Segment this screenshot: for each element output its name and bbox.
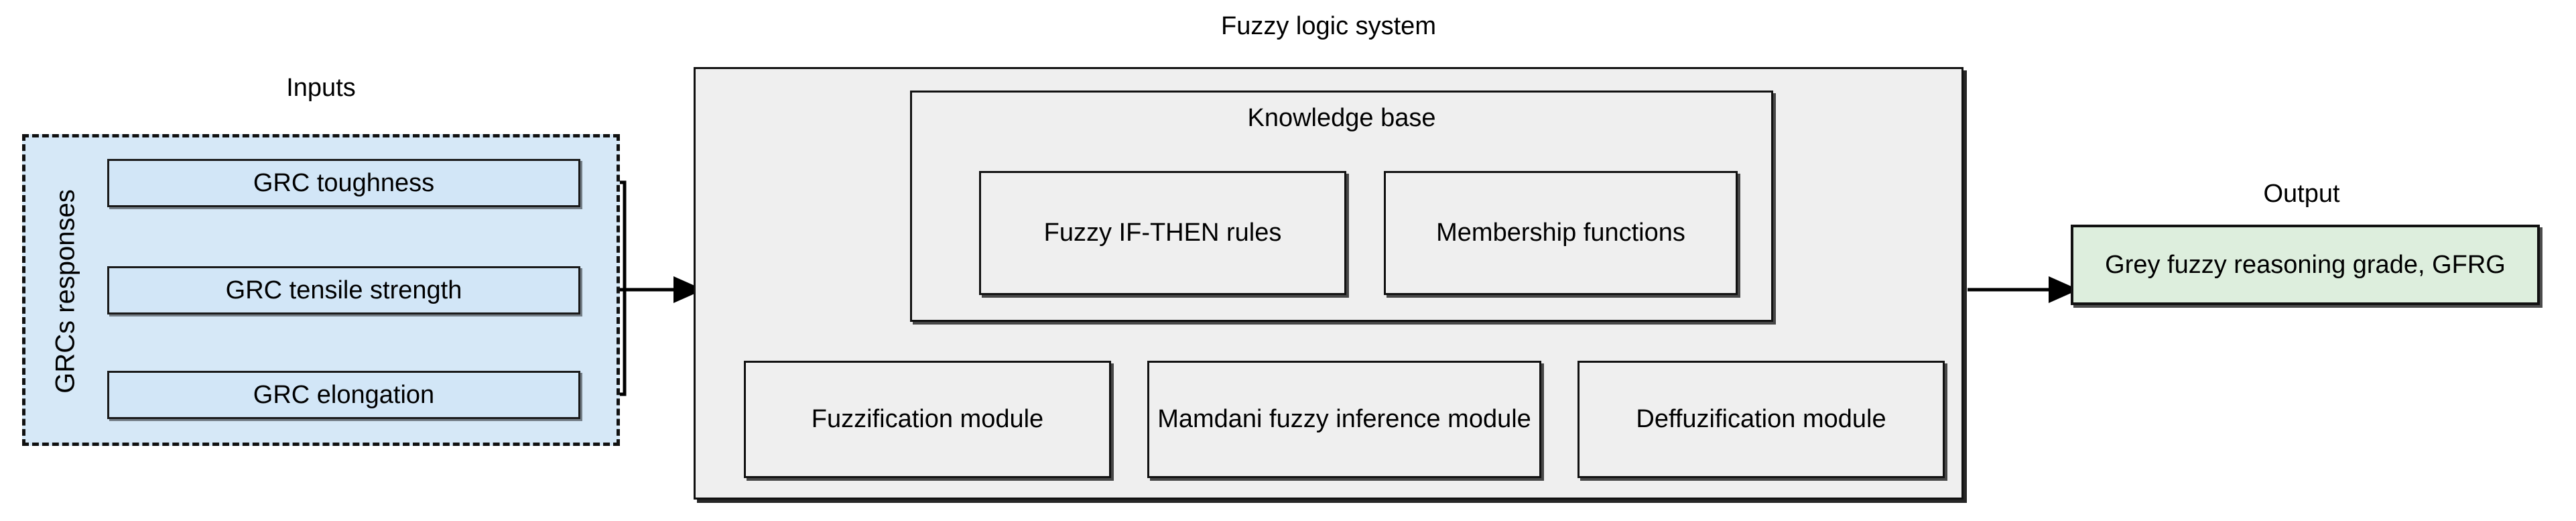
system-heading: Fuzzy logic system <box>1221 12 1436 40</box>
inputs-group-vertical-label: GRCs responses <box>50 189 80 394</box>
output-heading: Output <box>2263 180 2340 208</box>
input-box-grc-toughness[interactable]: GRC toughness <box>107 159 580 207</box>
knowledge-base-label: Knowledge base <box>1247 104 1436 132</box>
input-box-grc-elongation[interactable]: GRC elongation <box>107 371 580 419</box>
module-mamdani-fuzzy-inference[interactable]: Mamdani fuzzy inference module <box>1147 361 1541 478</box>
knowledge-base-item-membership-functions[interactable]: Membership functions <box>1384 171 1738 295</box>
inputs-heading: Inputs <box>286 74 356 102</box>
module-deffuzification[interactable]: Deffuzification module <box>1577 361 1945 478</box>
output-box-gfrg[interactable]: Grey fuzzy reasoning grade, GFRG <box>2071 225 2540 305</box>
input-box-grc-tensile-strength[interactable]: GRC tensile strength <box>107 266 580 314</box>
knowledge-base-item-fuzzy-if-then-rules[interactable]: Fuzzy IF-THEN rules <box>979 171 1346 295</box>
module-fuzzification[interactable]: Fuzzification module <box>744 361 1111 478</box>
